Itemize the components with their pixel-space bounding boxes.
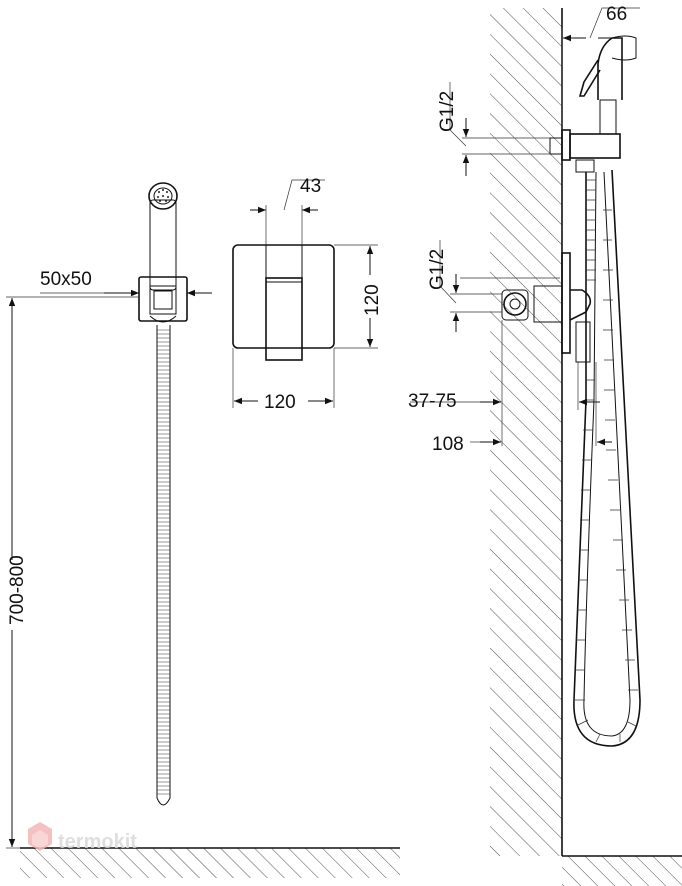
dim-spray-width-label: 66 <box>606 4 627 25</box>
dim-plate-height-label: 120 <box>362 284 383 316</box>
hose-outline-left <box>156 325 171 806</box>
dim-wall-depth-label: 37-75 <box>408 391 457 412</box>
wall-holder <box>138 276 188 323</box>
side-section-view: 66 G1/2 G1/2 37-75 108 <box>408 4 682 886</box>
dim-total-depth-label: 108 <box>432 434 464 455</box>
dim-hose-length-label: 700-800 <box>7 555 28 625</box>
wall-hatching <box>490 8 562 856</box>
termokit-logo-icon <box>28 822 52 851</box>
dim-holder-size-label: 50x50 <box>40 269 92 290</box>
dim-plate-width-label: 120 <box>264 392 296 413</box>
lever-body <box>265 277 303 361</box>
wall-outlet-spray <box>549 35 637 173</box>
cover-plate <box>232 244 335 349</box>
lever-upper <box>265 244 303 279</box>
hand-spray-head <box>148 182 178 291</box>
hose-loop-outer <box>573 169 641 747</box>
dim-thread-bottom-label: G1/2 <box>427 249 448 290</box>
hose-winding <box>157 329 170 795</box>
mixer-plate-view: 43 120 120 <box>232 176 383 413</box>
hose-winding-right <box>575 179 638 743</box>
dim-hose-length <box>6 296 139 849</box>
dim-thread-top-label: G1/2 <box>437 91 458 132</box>
mixer-body-side <box>501 252 592 363</box>
watermark: termokit <box>28 822 137 853</box>
dim-lever-width-label: 43 <box>300 176 321 197</box>
floor-hatching <box>20 848 400 878</box>
front-view-holder-hose: 50x50 700-800 <box>6 182 400 878</box>
hose-loop-inner <box>583 171 631 737</box>
watermark-text: termokit <box>58 831 137 853</box>
floor-right-hatching <box>562 856 682 886</box>
